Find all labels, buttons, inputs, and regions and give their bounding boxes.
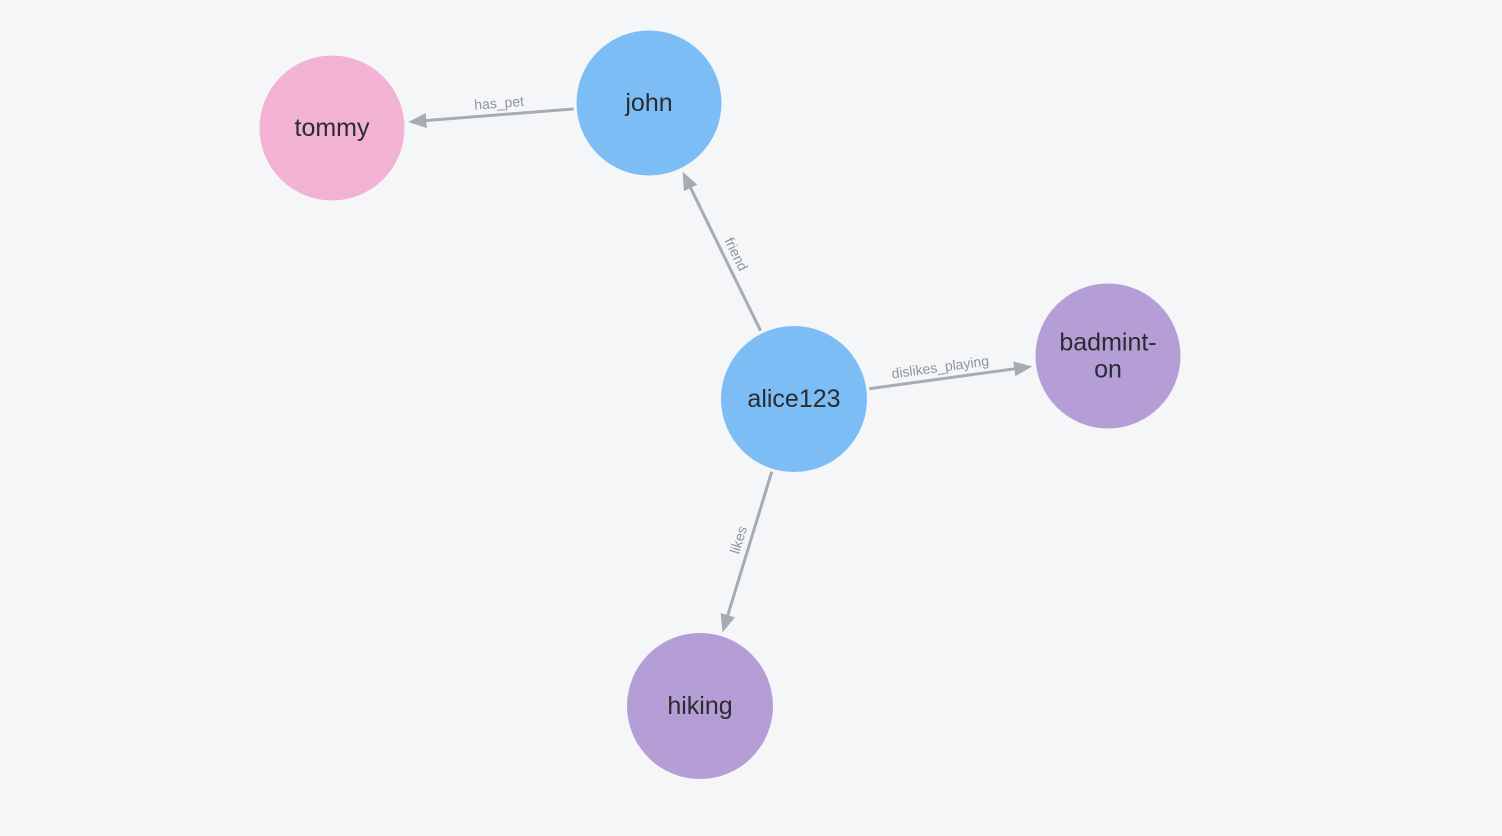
edge-arrowhead-icon [682, 171, 698, 192]
node-circle[interactable] [627, 633, 773, 779]
node-circle[interactable] [259, 55, 405, 201]
graph-edge-friend[interactable]: friend [682, 171, 762, 332]
graph-edge-dislikes_playing[interactable]: dislikes_playing [869, 352, 1033, 391]
graph-edge-has_pet[interactable]: has_pet [408, 93, 574, 129]
edge-label: likes [727, 524, 750, 555]
edge-line[interactable] [869, 367, 1016, 391]
edge-label: friend [721, 235, 751, 273]
edge-label: has_pet [474, 93, 525, 113]
edge-arrowhead-icon [720, 612, 735, 633]
edge-line[interactable] [726, 471, 774, 617]
node-circle[interactable] [721, 326, 867, 472]
graph-edge-likes[interactable]: likes [720, 471, 774, 633]
graph-node-hiking[interactable]: hiking [627, 633, 773, 779]
graph-node-john[interactable]: john [576, 30, 722, 176]
graph-node-tommy[interactable]: tommy [259, 55, 405, 201]
node-circle[interactable] [1035, 283, 1181, 429]
edge-line[interactable] [688, 186, 762, 332]
graph-node-alice123[interactable]: alice123 [721, 326, 867, 472]
edge-arrowhead-icon [1013, 361, 1033, 377]
edge-line[interactable] [425, 107, 574, 123]
edge-arrowhead-icon [408, 113, 427, 129]
edge-label: dislikes_playing [891, 352, 990, 381]
graph-node-badminton[interactable]: badmint-on [1035, 283, 1181, 429]
node-circle[interactable] [576, 30, 722, 176]
